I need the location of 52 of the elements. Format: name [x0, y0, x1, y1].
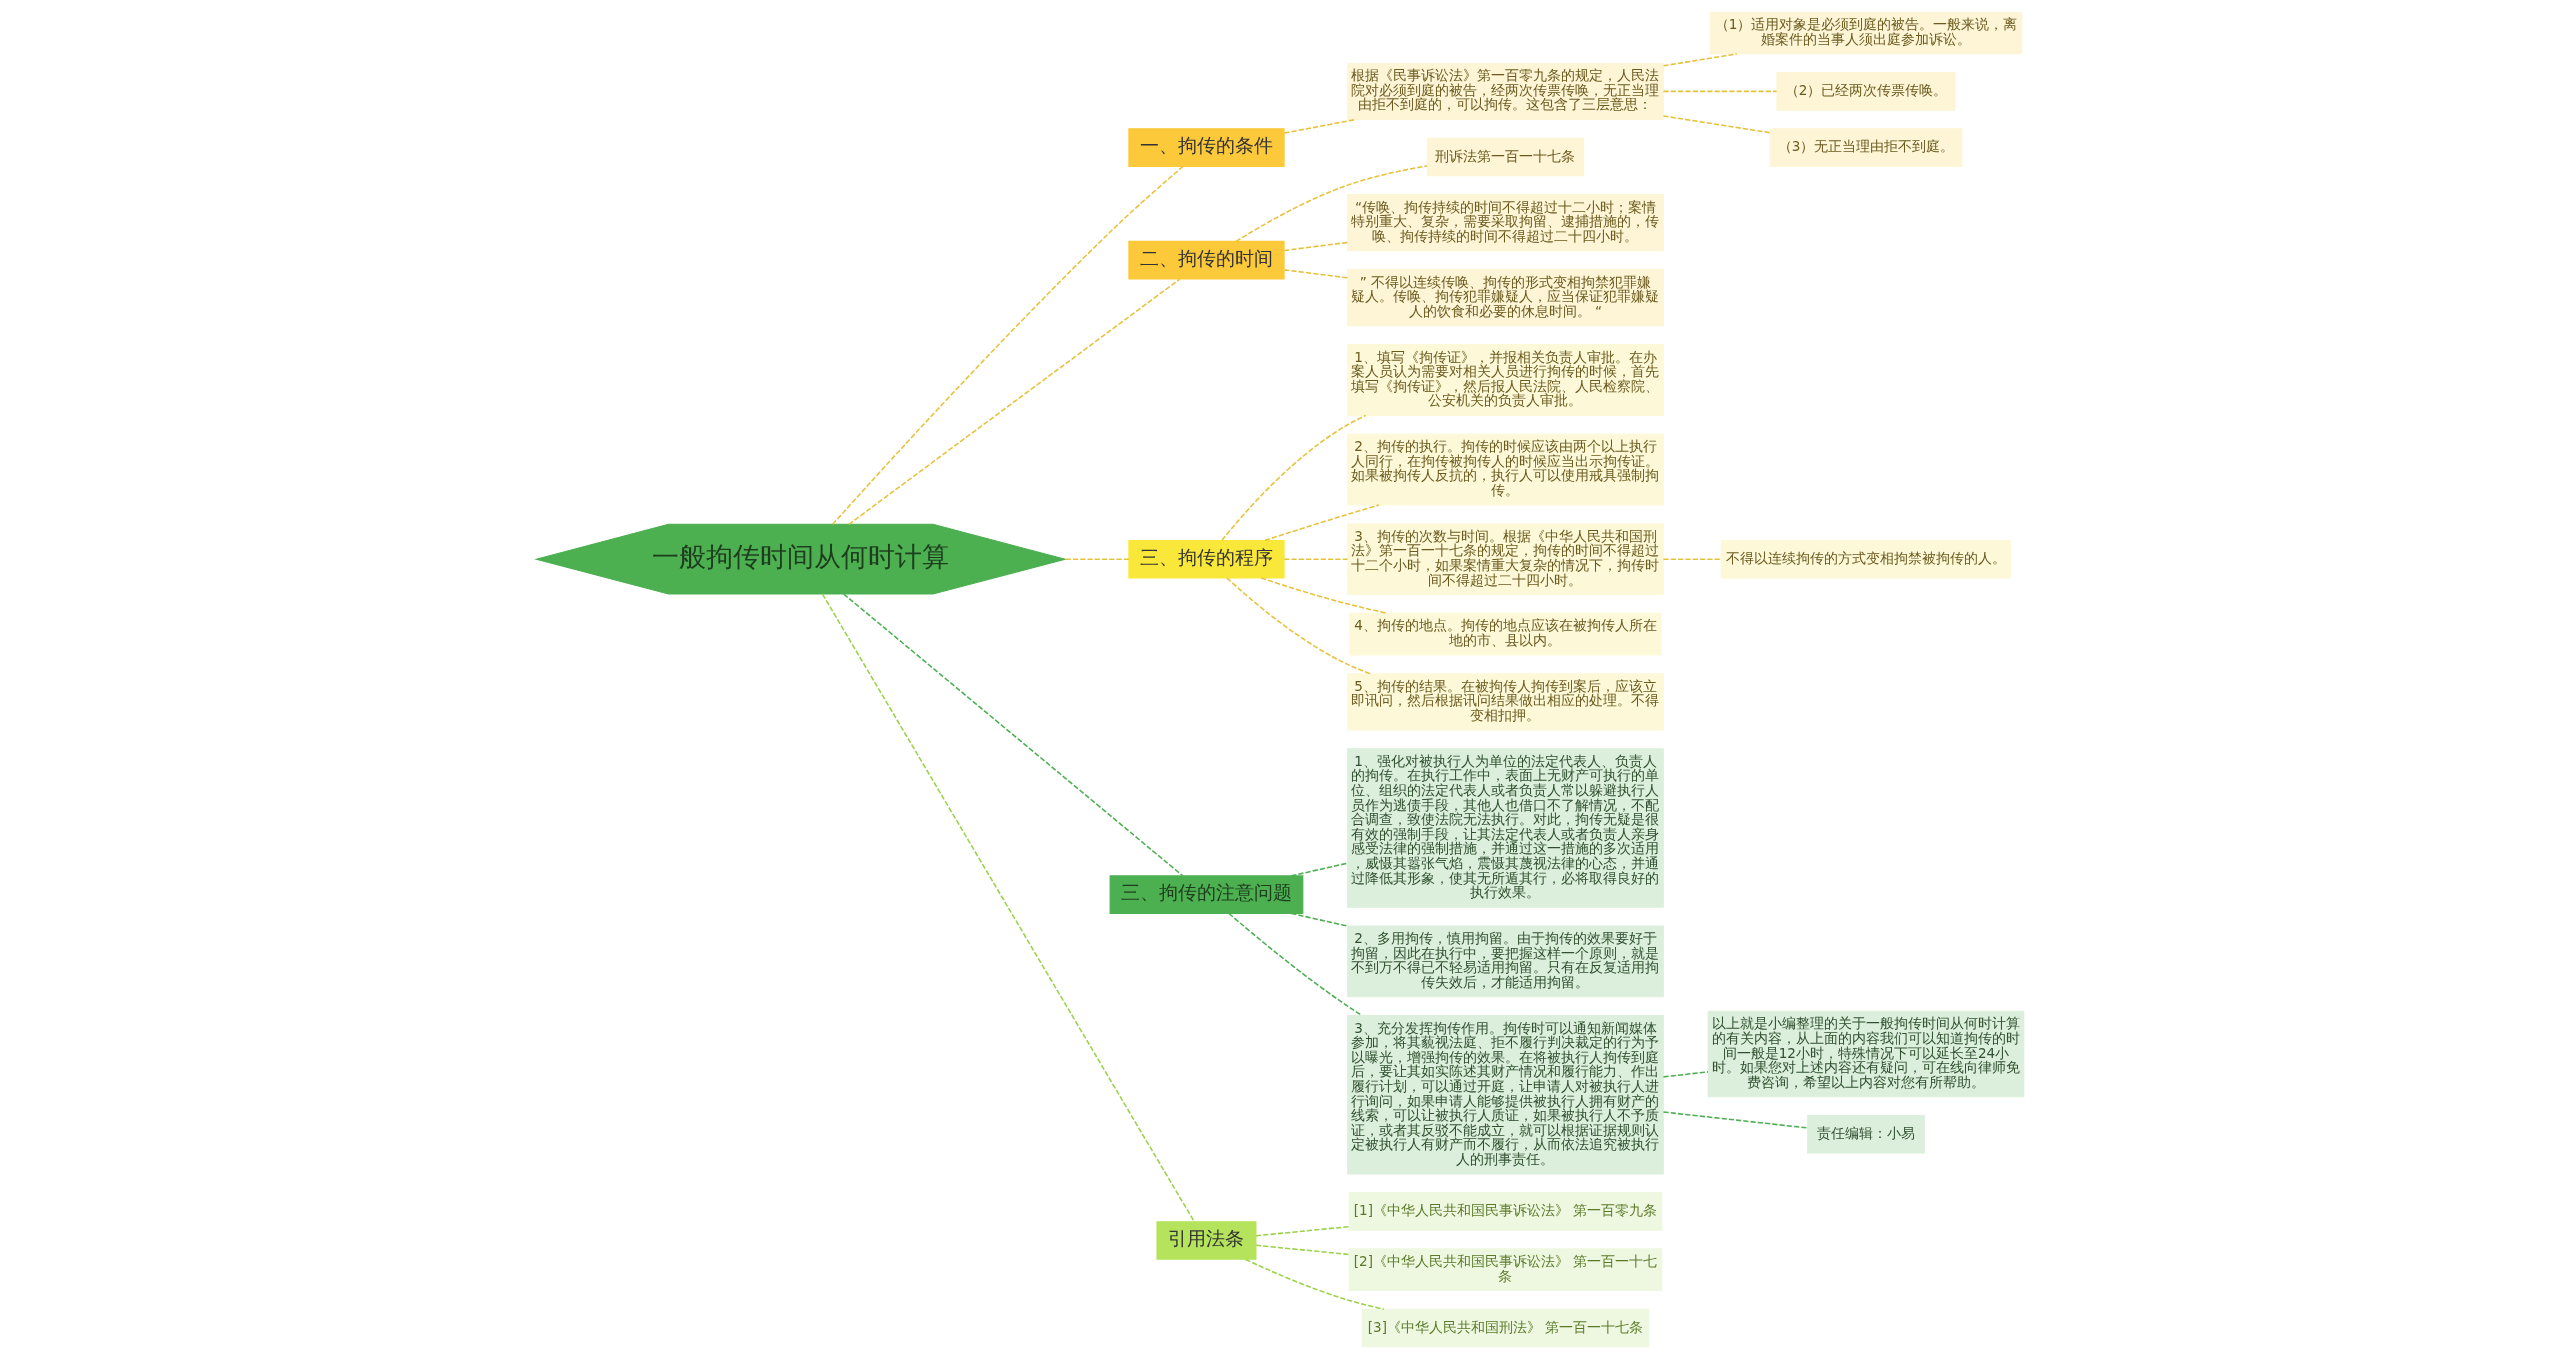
node-box: 3、充分发挥拘传作用。拘传时可以通知新闻媒体参加，将其藐视法庭、拒不履行判决裁定的行为予以曝光，增强拘传的效果。在将被执行人拘传到庭后，要让其如实陈述其财产情况和履行能力、作出履行计划，可以通过开庭，让申请人对被执行人进行询问，如果申请人能够提供被执行人拥有财产的线索，可以让被执行人质证，如果被执行人不予质证，或者其反驳不能成立，就可以根据证据规则认定被执行人有财产而不履行，从而依法追究被执行人的刑事责任。	[1347, 1015, 1664, 1175]
connector	[1290, 862, 1349, 877]
node-box: 三、拘传的注意问题	[1109, 875, 1304, 914]
connector	[1260, 577, 1389, 615]
node-box: 根据《民事诉讼法》第一百零九条的规定，人民法院对必须到庭的被告，经两次传票传唤，无正当理由拒不到庭的，可以拘传。这包含了三层意思：	[1347, 62, 1664, 120]
node-box: 一、拘传的条件	[1128, 128, 1285, 167]
connector	[1662, 115, 1771, 134]
connector	[831, 165, 1184, 526]
connector	[1244, 1258, 1385, 1311]
node-box: 1、强化对被执行人为单位的法定代表人、负责人的拘传。在执行工作中，表面上无财产可执行的单位、组织的法定代表人或者负责人常以躲避执行人员作为逃债手段，其他人也借口不了解情况，不配合调查，致使法院无法执行。对此，拘传无疑是很有效的强制手段，让其法定代表人或者负责人亲身感受法律的强制措施，并通过这一措施的多次适用，威慑其嚣张气焰，震慑其蔑视法律的心态，并通过降低其形象，使其无所遁其行，必将取得良好的执行效果。	[1347, 748, 1664, 908]
node-box: ” 不得以连续传唤、拘传的形式变相拘禁犯罪嫌疑人。传唤、拘传犯罪嫌疑人，应当保证犯罪嫌疑人的饮食和必要的休息时间。 “	[1347, 269, 1664, 327]
connector	[1662, 558, 1722, 560]
node-box: 2、拘传的执行。拘传的时候应该由两个以上执行人同行，在拘传被拘传人的时候应当出示拘传证。如果被拘传人反抗的，执行人可以使用戒具强制拘传。	[1347, 433, 1664, 506]
connector	[1283, 269, 1349, 279]
node-box: 不得以连续拘传的方式变相拘禁被拘传的人。	[1720, 539, 2012, 579]
connector	[1228, 912, 1363, 1017]
connector	[1221, 414, 1367, 541]
node-box: 4、拘传的地点。拘传的地点应该在被拘传人所在地的市、县以内。	[1349, 612, 1662, 656]
connector	[1283, 241, 1349, 252]
connector	[1064, 558, 1130, 560]
connector	[1290, 912, 1349, 927]
node-box: （1）适用对象是必须到庭的被告。一般来说，离婚案件的当事人须出庭参加诉讼。	[1709, 11, 2023, 55]
node-box: 引用法条	[1156, 1221, 1257, 1260]
connector	[1226, 577, 1371, 675]
connector	[1255, 1225, 1350, 1237]
node-box: 责任编辑：小易	[1807, 1115, 1925, 1154]
node-box: [2]《中华人民共和国民事诉讼法》 第一百一十七条	[1348, 1248, 1663, 1292]
node-box: [1]《中华人民共和国民事诉讼法》 第一百零九条	[1348, 1192, 1663, 1231]
node-box: 1、填写《拘传证》，并报相关负责人审批。在办案人员认为需要对相关人员进行拘传的时候，首先填写《拘传证》，然后报人民法院、人民检察院、公安机关的负责人审批。	[1347, 344, 1664, 416]
connector	[1662, 1111, 1809, 1129]
connector	[1283, 558, 1349, 560]
node-box: 5、拘传的结果。在被拘传人拘传到案后，应该立即讯问，然后根据讯问结果做出相应的处理。不得变相扣押。	[1347, 673, 1664, 731]
node-box: 二、拘传的时间	[1128, 240, 1285, 280]
connector	[821, 593, 1196, 1223]
connector	[1264, 504, 1380, 542]
node-box: “传唤、拘传持续的时间不得超过十二小时；案情特别重大、复杂，需要采取拘留、逮捕措施的，传唤、拘传持续的时间不得超过二十四小时。	[1347, 194, 1664, 252]
connector	[1283, 118, 1357, 134]
connector	[1235, 165, 1428, 243]
node-box: 2、多用拘传，慎用拘留。由于拘传的效果要好于拘留，因此在执行中，要把握这样一个原则，就是不到万不得已不轻易适用拘留。只有在反复适用拘传失效后，才能适用拘留。	[1347, 925, 1664, 998]
node-box: 3、拘传的次数与时间。根据《中华人民共和国刑法》第一百一十七条的规定，拘传的时间不得超过十二个小时，如果案情重大复杂的情况下，拘传时间不得超过二十四小时。	[1347, 523, 1664, 596]
node-box: 刑诉法第一百一十七条	[1426, 137, 1585, 177]
connector	[1255, 1244, 1350, 1256]
node-box: 以上就是小编整理的关于一般拘传时间从何时计算的有关内容，从上面的内容我们可以知道拘传的时间一般是12小时，特殊情况下可以延长至24小时。如果您对上述内容还有疑问，可在线向律师免费咨询，希望以上内容对您有所帮助。	[1707, 1010, 2025, 1098]
connector	[1662, 90, 1778, 93]
node-box: （3）无正当理由拒不到庭。	[1769, 128, 1963, 167]
node-box: 三、拘传的程序	[1128, 539, 1285, 579]
connector	[843, 593, 1184, 877]
connector	[1662, 1071, 1709, 1078]
connector	[1662, 53, 1738, 67]
connector	[848, 278, 1181, 526]
node-box: （2）已经两次传票传唤。	[1776, 72, 1956, 111]
node-box: [3]《中华人民共和国刑法》 第一百一十七条	[1361, 1308, 1650, 1348]
